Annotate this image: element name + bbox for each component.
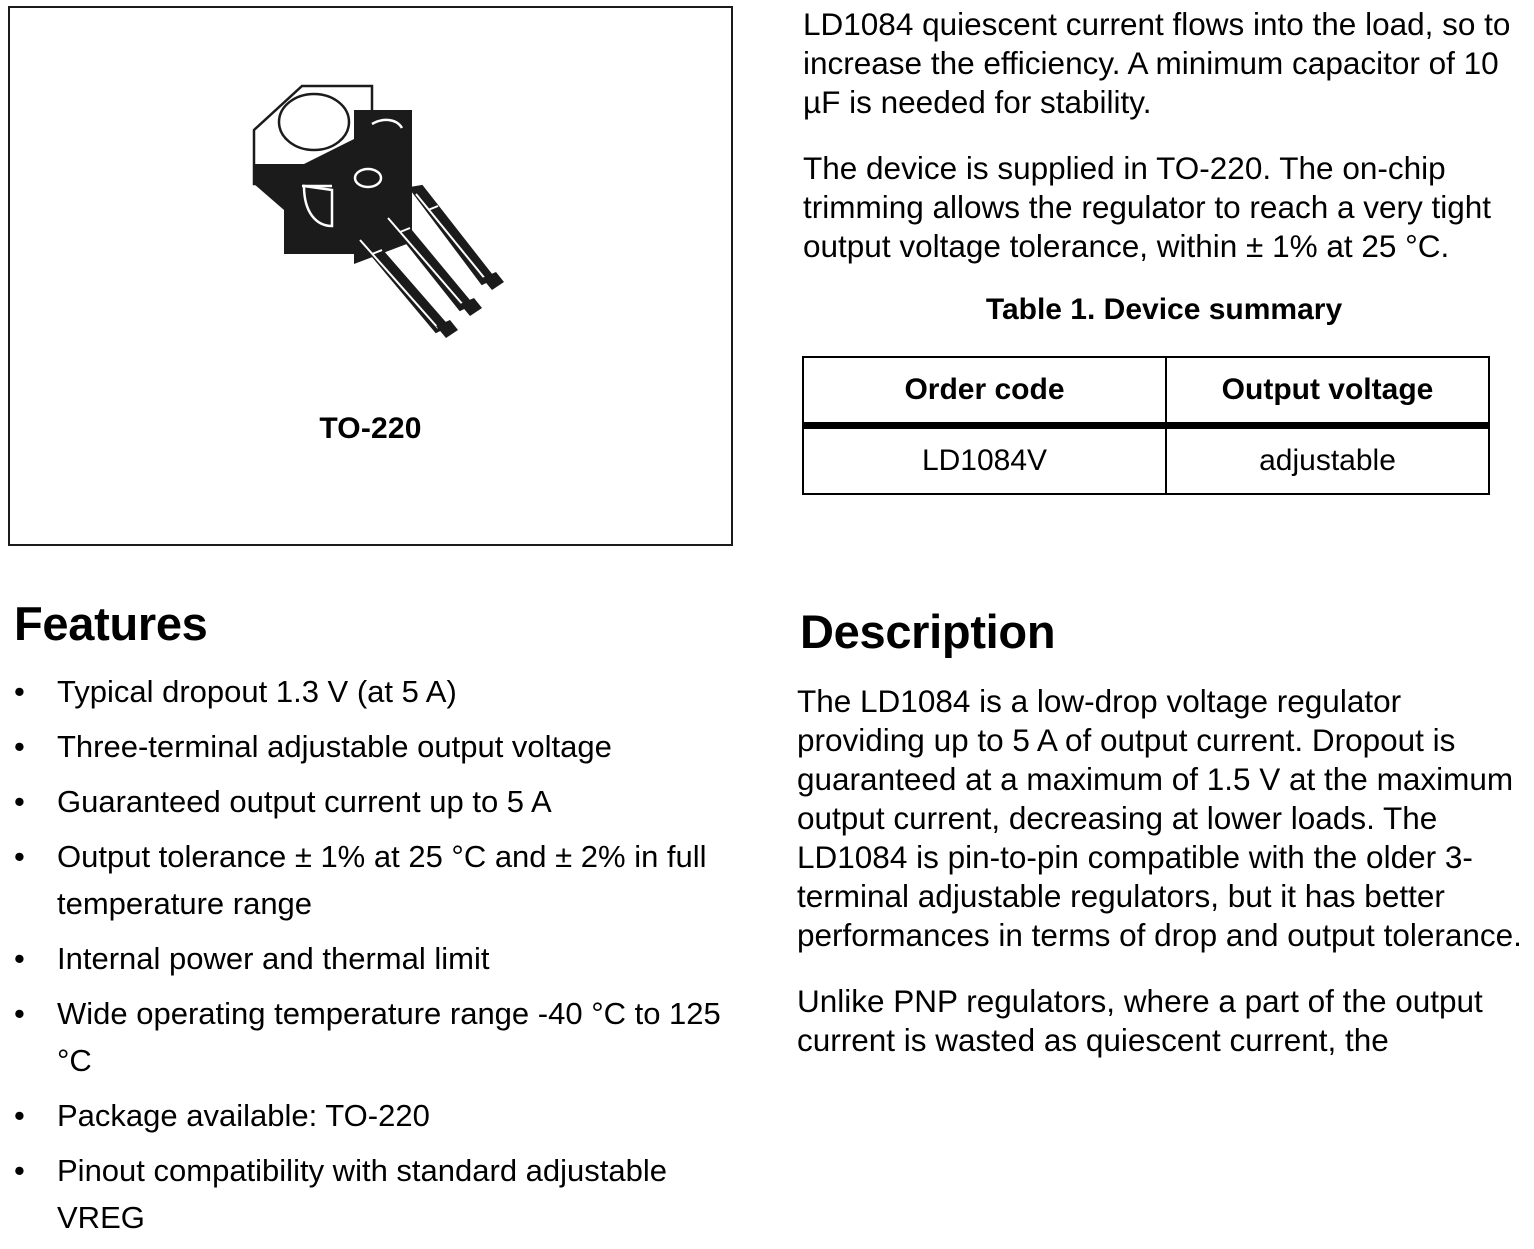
bullet-icon: • bbox=[14, 996, 25, 1031]
list-item-label: Pinout compatibility with standard adjus… bbox=[57, 1153, 668, 1235]
list-item: • Output tolerance ± 1% at 25 °C and ± 2… bbox=[0, 833, 745, 927]
features-list: • Typical dropout 1.3 V (at 5 A) • Three… bbox=[0, 668, 745, 1249]
list-item: • Package available: TO-220 bbox=[0, 1092, 745, 1139]
package-figure-box: TO-220 bbox=[8, 6, 733, 546]
list-item: • Wide operating temperature range -40 °… bbox=[0, 990, 745, 1084]
list-item: • Internal power and thermal limit bbox=[0, 935, 745, 982]
device-summary-table: Order code Output voltage LD1084V adjust… bbox=[802, 356, 1490, 495]
cell-order-code: LD1084V bbox=[802, 424, 1167, 495]
description-heading: Description bbox=[800, 605, 1056, 658]
package-caption: TO-220 bbox=[319, 412, 422, 445]
list-item: • Guaranteed output current up to 5 A bbox=[0, 778, 745, 825]
to-220-package-drawing-icon bbox=[206, 64, 536, 364]
list-item-label: Three-terminal adjustable output voltage bbox=[57, 729, 612, 764]
bullet-icon: • bbox=[14, 729, 25, 764]
description-paragraph: The LD1084 is a low-drop voltage regulat… bbox=[797, 683, 1522, 953]
column-header-order-code: Order code bbox=[802, 356, 1167, 429]
description-body: The LD1084 is a low-drop voltage regulat… bbox=[797, 682, 1525, 1087]
table-caption: Table 1. Device summary bbox=[985, 293, 1343, 326]
table-row: LD1084V adjustable bbox=[802, 424, 1490, 495]
bullet-icon: • bbox=[14, 839, 25, 874]
list-item: • Typical dropout 1.3 V (at 5 A) bbox=[0, 668, 745, 715]
table-header-row: Order code Output voltage bbox=[802, 356, 1490, 429]
bullet-icon: • bbox=[14, 941, 25, 976]
list-item-label: Wide operating temperature range -40 °C … bbox=[57, 996, 721, 1078]
column-header-output-voltage: Output voltage bbox=[1165, 356, 1490, 429]
list-item: • Three-terminal adjustable output volta… bbox=[0, 723, 745, 770]
description-paragraph: Unlike PNP regulators, where a part of t… bbox=[797, 983, 1483, 1058]
intro-paragraph: LD1084 quiescent current flows into the … bbox=[803, 6, 1511, 120]
list-item-label: Typical dropout 1.3 V (at 5 A) bbox=[57, 674, 457, 709]
intro-paragraph: The device is supplied in TO-220. The on… bbox=[803, 150, 1492, 264]
bullet-icon: • bbox=[14, 1098, 25, 1133]
list-item-label: Package available: TO-220 bbox=[57, 1098, 430, 1133]
list-item-label: Output tolerance ± 1% at 25 °C and ± 2% … bbox=[57, 839, 707, 921]
features-heading: Features bbox=[14, 597, 208, 650]
bullet-icon: • bbox=[14, 1153, 25, 1188]
bullet-icon: • bbox=[14, 674, 25, 709]
cell-output-voltage: adjustable bbox=[1165, 424, 1490, 495]
list-item-label: Internal power and thermal limit bbox=[57, 941, 490, 976]
intro-column: LD1084 quiescent current flows into the … bbox=[803, 0, 1525, 336]
list-item-label: Guaranteed output current up to 5 A bbox=[57, 784, 552, 819]
list-item: • Pinout compatibility with standard adj… bbox=[0, 1147, 745, 1241]
bullet-icon: • bbox=[14, 784, 25, 819]
